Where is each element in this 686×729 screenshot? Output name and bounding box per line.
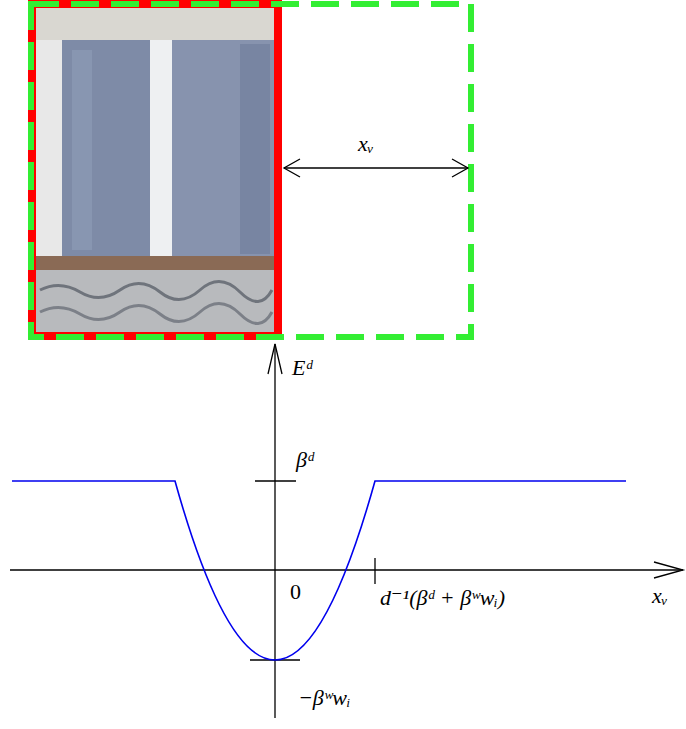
tick-label: −βʷwᵢ (298, 686, 351, 710)
shifted-window-outline (31, 4, 471, 337)
tick-label: d⁻¹(βᵈ + βʷwᵢ) (380, 586, 505, 610)
axis-label: xᵥ (652, 584, 668, 608)
tick-label: βᵈ (296, 448, 314, 472)
shift-arrow (284, 159, 468, 177)
axes (10, 344, 683, 718)
distance-label: xᵥ (358, 132, 374, 156)
energy-curve (12, 481, 626, 660)
origin-label: 0 (290, 580, 301, 604)
axis-label: Eᵈ (292, 356, 312, 380)
window-photo (30, 2, 280, 338)
